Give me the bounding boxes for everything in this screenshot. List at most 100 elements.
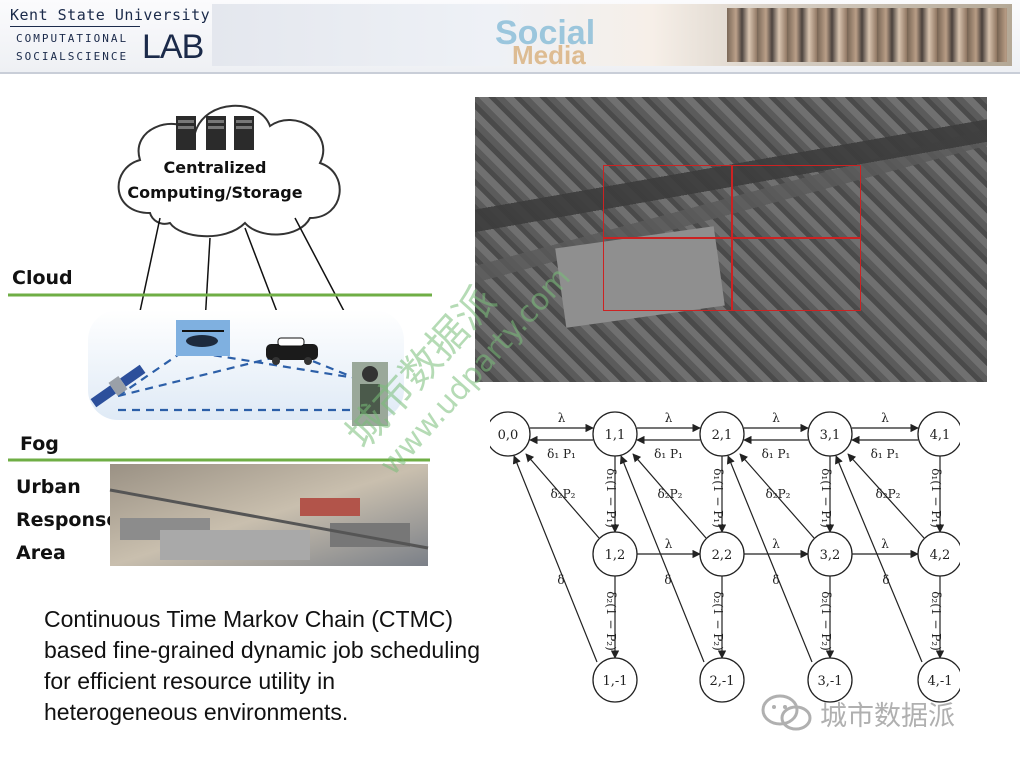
rate-label-forward: λ (558, 411, 566, 425)
state-label: 2,-1 (709, 674, 734, 689)
rate-label-long: δ (664, 573, 671, 587)
transition-long-diagonal (619, 455, 705, 663)
rate-label-back: δ₁ P₁ (547, 447, 576, 461)
rate-label-forward: λ (665, 411, 673, 425)
state-4_-1: 4,-1 (917, 657, 960, 703)
caption-line3: for efficient resource utility in (44, 668, 336, 694)
transition-long-diagonal (726, 455, 813, 663)
rate-label-back: δ₁ P₁ (871, 447, 900, 461)
kent-state-logo: Kent State University COMPUTATIONAL SOCI… (10, 6, 210, 66)
state-circle (592, 531, 638, 577)
state-1_-1: 1,-1 (592, 657, 638, 703)
ctmc-transitions (512, 423, 945, 663)
watermark-text: 城市数据派 (820, 701, 955, 732)
state-circle (807, 411, 853, 457)
area-label-line1: Urban (16, 476, 81, 498)
satellite-icon (90, 364, 146, 408)
wechat-icon (761, 694, 812, 731)
transition-long-diagonal (512, 455, 598, 663)
rate-label-down: δ₁(1 − P₁) (711, 468, 725, 528)
state-circle (699, 531, 745, 577)
state-label: 1,-1 (602, 674, 627, 689)
detection-grid-box (731, 165, 861, 239)
slide-caption: Continuous Time Markov Chain (CTMC) base… (44, 604, 544, 728)
cloud-shape (117, 104, 341, 238)
detection-grid-box (603, 237, 733, 311)
cloud-layer-label: Cloud (12, 267, 73, 289)
transition-diagonal (525, 453, 600, 539)
cloud-label-line1: Centralized (164, 158, 267, 177)
header-collage-image: Social Media (212, 4, 1012, 70)
rate-label-diagonal: δ₂P₂ (658, 487, 683, 501)
state-label: 4,-1 (927, 674, 952, 689)
rate-label-diagonal: δ₂P₂ (551, 487, 576, 501)
state-circle (807, 657, 853, 703)
rate-label-forward: λ (881, 537, 889, 551)
area-label-line3: Area (16, 542, 66, 564)
state-label: 4,1 (930, 428, 951, 443)
rate-label-down: δ₁(1 − P₁) (819, 468, 833, 528)
rate-label-down: δ₂(1 − P₂) (604, 591, 618, 651)
rate-label-diagonal: δ₂P₂ (876, 487, 901, 501)
state-0_0: 0,0 (490, 411, 531, 457)
rate-label-long: δ (882, 573, 889, 587)
rate-label-down: δ₁(1 − P₁) (929, 468, 943, 528)
state-circle (807, 531, 853, 577)
rate-label-down: δ₂(1 − P₂) (711, 591, 725, 651)
state-2_-1: 2,-1 (699, 657, 745, 703)
state-3_1: 3,1 (807, 411, 853, 457)
logo-university-name: Kent State University (10, 6, 211, 24)
state-2_1: 2,1 (699, 411, 745, 457)
state-3_-1: 3,-1 (807, 657, 853, 703)
rate-label-long: δ (772, 573, 779, 587)
collage-word-social: Social (495, 14, 596, 52)
state-circle (917, 531, 960, 577)
police-car-icon (266, 337, 318, 365)
state-2_2: 2,2 (699, 531, 745, 577)
rate-label-long: δ (557, 573, 564, 587)
detection-grid-box (603, 165, 733, 239)
rate-label-diagonal: δ₂P₂ (766, 487, 791, 501)
area-label-line2: Response (16, 509, 119, 531)
state-circle (699, 657, 745, 703)
transition-diagonal (632, 453, 707, 539)
rate-label-forward: λ (772, 537, 780, 551)
logo-socialscience: SOCIALSCIENCE (16, 50, 129, 63)
state-4_1: 4,1 (917, 411, 960, 457)
state-label: 0,0 (498, 428, 519, 443)
caption-line2: based fine-grained dynamic job schedulin… (44, 637, 481, 663)
fog-layer-label: Fog (20, 433, 59, 455)
slide-header: Kent State University COMPUTATIONAL SOCI… (0, 0, 1020, 74)
rate-label-down: δ₂(1 − P₂) (819, 591, 833, 651)
caption-line4: heterogeneous environments. (44, 699, 349, 725)
state-4_2: 4,2 (917, 531, 960, 577)
state-circle (490, 411, 531, 457)
aerial-surveillance-image (475, 97, 987, 382)
urban-area-photo (109, 464, 429, 566)
rate-label-down: δ₂(1 − P₂) (929, 591, 943, 651)
state-label: 3,1 (820, 428, 841, 443)
detection-grid-box (731, 237, 861, 311)
logo-computational: COMPUTATIONAL (16, 32, 129, 45)
state-label: 3,-1 (817, 674, 842, 689)
state-label: 2,1 (712, 428, 733, 443)
state-circle (917, 657, 960, 703)
state-label: 3,2 (820, 548, 841, 563)
state-label: 4,2 (930, 548, 951, 563)
state-label: 2,2 (712, 548, 733, 563)
rate-label-forward: λ (881, 411, 889, 425)
state-label: 1,2 (605, 548, 626, 563)
state-circle (592, 411, 638, 457)
state-circle (917, 411, 960, 457)
transition-long-diagonal (835, 455, 923, 663)
caption-line1: Continuous Time Markov Chain (CTMC) (44, 606, 454, 632)
rate-label-forward: λ (772, 411, 780, 425)
state-circle (592, 657, 638, 703)
ctmc-state-diagram: 0,0 1,1 2,1 3,1 4,1 1,2 2,2 3,2 4,2 1,-1 2,-1 3,-1 4… (490, 411, 960, 703)
first-responder-icon (352, 362, 388, 426)
state-label: 1,1 (605, 428, 626, 443)
state-1_2: 1,2 (592, 531, 638, 577)
cloud-label-line2: Computing/Storage (127, 183, 302, 202)
fog-cloud-diagram: Centralized Computing/Storage Cloud (8, 104, 432, 566)
ctmc-states: 0,0 1,1 2,1 3,1 4,1 1,2 2,2 3,2 4,2 1,-1 2,-1 3,-1 4… (490, 411, 960, 703)
